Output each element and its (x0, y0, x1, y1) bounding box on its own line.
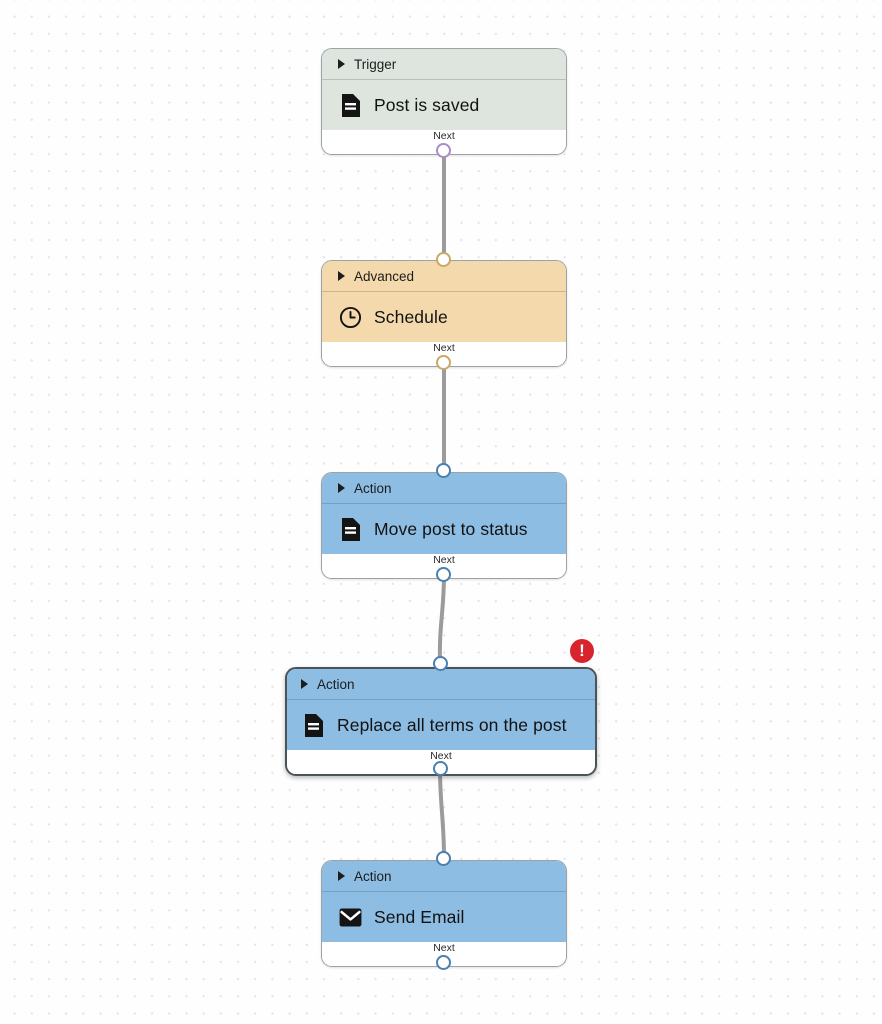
node-category-label: Trigger (354, 56, 397, 72)
output-port-send-email[interactable] (436, 955, 451, 970)
node-advanced-schedule[interactable]: Advanced Schedule Next (321, 260, 567, 367)
node-body-replace-terms[interactable]: Replace all terms on the post (287, 700, 595, 750)
node-action-send-email[interactable]: Action Send Email Next (321, 860, 567, 967)
node-title-send-email: Send Email (374, 906, 465, 927)
output-port-trigger[interactable] (436, 143, 451, 158)
output-port-replace-terms[interactable] (433, 761, 448, 776)
output-port-move-post[interactable] (436, 567, 451, 582)
error-badge-replace-terms[interactable]: ! (570, 639, 594, 663)
input-port-move-post[interactable] (436, 463, 451, 478)
edge-move-post-to-replace-terms (437, 572, 446, 665)
exclamation-icon: ! (579, 641, 585, 660)
chevron-right-icon[interactable] (338, 59, 345, 69)
node-title-trigger: Post is saved (374, 94, 480, 115)
clock-icon (338, 305, 362, 329)
output-port-advanced[interactable] (436, 355, 451, 370)
node-category-label: Advanced (354, 268, 415, 284)
chevron-right-icon[interactable] (338, 271, 345, 281)
input-port-advanced[interactable] (436, 252, 451, 267)
node-category-label: Action (354, 868, 392, 884)
node-header-trigger[interactable]: Trigger (322, 49, 566, 80)
next-label: Next (433, 130, 455, 142)
node-header-replace-terms[interactable]: Action (287, 669, 595, 700)
node-trigger-post-is-saved[interactable]: Trigger Post is saved Next (321, 48, 567, 155)
node-action-replace-all-terms[interactable]: Action Replace all terms on the post Nex… (285, 667, 597, 776)
next-label: Next (433, 342, 455, 354)
chevron-right-icon[interactable] (338, 483, 345, 493)
document-icon (338, 93, 362, 117)
document-icon (338, 517, 362, 541)
chevron-right-icon[interactable] (301, 679, 308, 689)
node-title-move-post: Move post to status (374, 518, 528, 539)
edge-replace-terms-to-send-email (438, 766, 446, 860)
node-header-send-email[interactable]: Action (322, 861, 566, 892)
node-category-label: Action (317, 676, 355, 692)
node-body-trigger[interactable]: Post is saved (322, 80, 566, 130)
node-body-advanced[interactable]: Schedule (322, 292, 566, 342)
document-icon (301, 713, 325, 737)
node-title-advanced: Schedule (374, 306, 448, 327)
chevron-right-icon[interactable] (338, 871, 345, 881)
node-body-move-post[interactable]: Move post to status (322, 504, 566, 554)
input-port-replace-terms[interactable] (433, 656, 448, 671)
node-body-send-email[interactable]: Send Email (322, 892, 566, 942)
node-header-move-post[interactable]: Action (322, 473, 566, 504)
input-port-send-email[interactable] (436, 851, 451, 866)
node-category-label: Action (354, 480, 392, 496)
envelope-icon (338, 905, 362, 929)
next-label: Next (433, 942, 455, 954)
node-action-move-post-to-status[interactable]: Action Move post to status Next (321, 472, 567, 579)
node-title-replace-terms: Replace all terms on the post (337, 714, 567, 735)
next-label: Next (430, 750, 452, 762)
next-label: Next (433, 554, 455, 566)
